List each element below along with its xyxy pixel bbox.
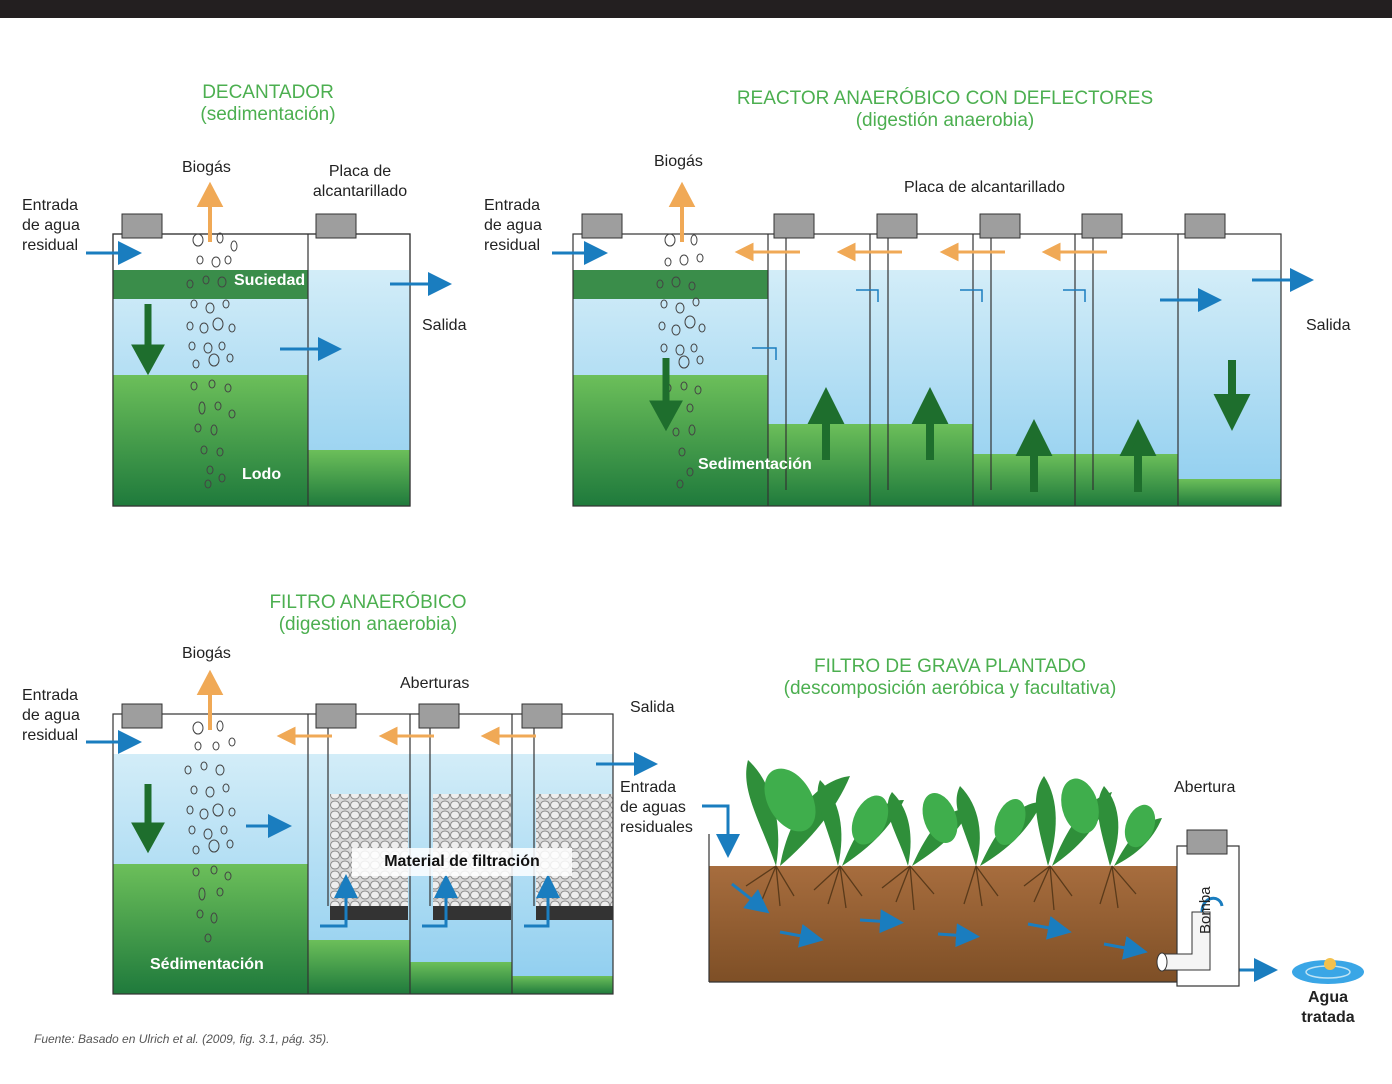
manhole-cover	[315, 213, 357, 239]
settling-arrow	[131, 304, 165, 376]
decantador-title: DECANTADOR (sedimentación)	[168, 82, 368, 126]
filtro-tank	[86, 669, 658, 995]
inlet-line-2: de agua	[484, 217, 542, 234]
duck-icon	[1324, 958, 1336, 970]
title-text: DECANTADOR	[202, 82, 334, 103]
biogas-arrow	[196, 181, 224, 242]
inlet-label: Entrada de agua residual	[22, 196, 80, 256]
biogas-label: Biogás	[654, 153, 703, 170]
inlet-label: Entrada de agua residual	[484, 196, 542, 256]
inlet-line-3: residuales	[620, 819, 693, 836]
inlet-line-3: residual	[22, 727, 79, 744]
inlet-line-3: residual	[484, 237, 541, 254]
inlet-line-2: de agua	[22, 707, 80, 724]
plant-roots	[745, 865, 1137, 911]
inlet-label: Entrada de aguas residuales	[620, 778, 693, 838]
biogas-label: Biogás	[182, 159, 231, 176]
subtitle-text: (sedimentación)	[200, 104, 336, 125]
title-text: FILTRO DE GRAVA PLANTADO	[813, 656, 1087, 677]
placa-label: Placa de alcantarillado	[312, 163, 408, 200]
filter-media-label: Material de filtración	[352, 848, 572, 876]
treated-line-2: tratada	[1301, 1009, 1355, 1026]
grava-title: FILTRO DE GRAVA PLANTADO (descomposición…	[740, 656, 1160, 700]
sedimentation-label: Sedimentación	[698, 456, 812, 473]
inlet-line-1: Entrada	[620, 779, 677, 796]
treated-water-label: Agua tratada	[1296, 988, 1360, 1028]
title-text: REACTOR ANAERÓBICO CON DEFLECTORES	[736, 88, 1154, 109]
inlet-line-2: de aguas	[620, 799, 686, 816]
scum-label: Suciedad	[234, 272, 306, 289]
top-bar	[0, 0, 1392, 18]
grava-bed	[702, 760, 1364, 987]
inlet-label: Entrada de agua residual	[22, 686, 80, 746]
sedimentation-label: Sédimentación	[150, 956, 264, 973]
inlet-line-2: de agua	[22, 217, 80, 234]
manhole-cover	[121, 213, 163, 239]
source-note: Fuente: Basado en Ulrich et al. (2009, f…	[34, 1032, 330, 1046]
gas-bubbles	[186, 232, 238, 489]
opening-label: Abertura	[1174, 779, 1236, 796]
title-text: FILTRO ANAERÓBICO	[269, 592, 467, 613]
reactor-title: REACTOR ANAERÓBICO CON DEFLECTORES (dige…	[700, 88, 1190, 132]
inlet-line-1: Entrada	[22, 197, 79, 214]
outlet-label: Salida	[630, 699, 675, 716]
subtitle-text: (digestion anaerobia)	[278, 614, 458, 635]
biogas-label: Biogás	[182, 645, 231, 662]
subtitle-text: (digestión anaerobia)	[855, 110, 1035, 131]
outlet-label: Salida	[1306, 317, 1351, 334]
pump-label: Bomba	[1197, 886, 1214, 934]
openings-label: Aberturas	[400, 675, 470, 692]
treated-line-1: Agua	[1308, 989, 1348, 1006]
decantador-tank	[86, 181, 452, 507]
sludge-label: Lodo	[242, 466, 282, 483]
subtitle-text: (descomposición aeróbica y facultativa)	[783, 678, 1117, 699]
placa-label: Placa de alcantarillado	[904, 179, 1065, 196]
reactor-tank	[552, 181, 1314, 507]
scum-layer	[113, 270, 308, 299]
manhole-cover	[1186, 829, 1228, 855]
filtro-title: FILTRO ANAERÓBICO (digestion anaerobia)	[238, 592, 498, 636]
inlet-line-1: Entrada	[484, 197, 541, 214]
inlet-line-1: Entrada	[22, 687, 79, 704]
water-pool	[1292, 960, 1364, 984]
inlet-line-3: residual	[22, 237, 79, 254]
outlet-label: Salida	[422, 317, 467, 334]
